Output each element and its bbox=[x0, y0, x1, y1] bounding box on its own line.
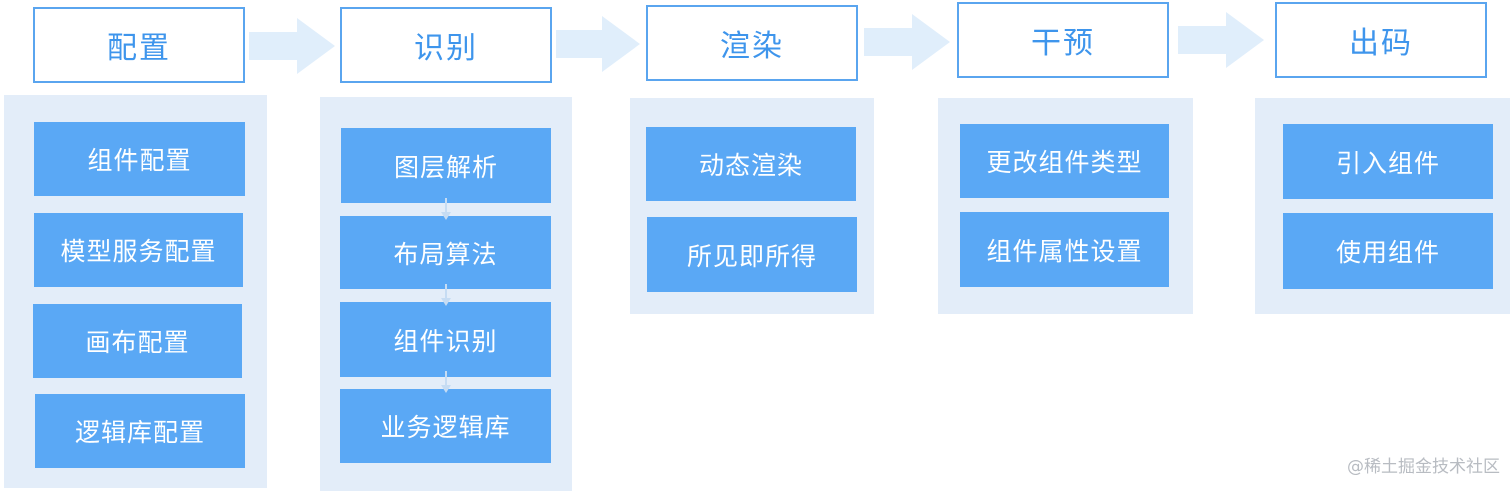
step-dynamic-render: 动态渲染 bbox=[646, 127, 856, 201]
step-business-logic-library: 业务逻辑库 bbox=[340, 389, 551, 463]
step-component-property-settings: 组件属性设置 bbox=[960, 212, 1169, 287]
step-logic-library-config: 逻辑库配置 bbox=[35, 394, 245, 468]
step-canvas-config: 画布配置 bbox=[33, 304, 242, 378]
step-wysiwyg: 所见即所得 bbox=[647, 217, 857, 292]
step-component-recognition: 组件识别 bbox=[340, 302, 551, 377]
step-layout-algorithm: 布局算法 bbox=[340, 216, 551, 289]
step-import-component: 引入组件 bbox=[1283, 124, 1493, 199]
step-change-component-type: 更改组件类型 bbox=[960, 124, 1169, 198]
stage-title-render: 渲染 bbox=[646, 5, 858, 81]
flow-arrow-icon bbox=[556, 16, 640, 72]
flow-arrow-icon bbox=[249, 18, 335, 74]
stage-title-intervention: 干预 bbox=[957, 2, 1169, 78]
stage-title-code-output: 出码 bbox=[1275, 2, 1487, 78]
step-component-config: 组件配置 bbox=[34, 122, 245, 196]
flow-arrow-icon bbox=[864, 14, 950, 70]
down-arrow-icon bbox=[441, 198, 451, 220]
down-arrow-icon bbox=[441, 284, 451, 306]
stage-title-config: 配置 bbox=[33, 7, 245, 83]
flow-arrow-icon bbox=[1178, 12, 1264, 68]
stage-title-recognition: 识别 bbox=[340, 7, 552, 83]
step-use-component: 使用组件 bbox=[1283, 213, 1493, 289]
down-arrow-icon bbox=[441, 371, 451, 393]
step-layer-parsing: 图层解析 bbox=[341, 128, 551, 203]
watermark: @稀土掘金技术社区 bbox=[1347, 457, 1500, 477]
step-model-service-config: 模型服务配置 bbox=[34, 213, 243, 287]
